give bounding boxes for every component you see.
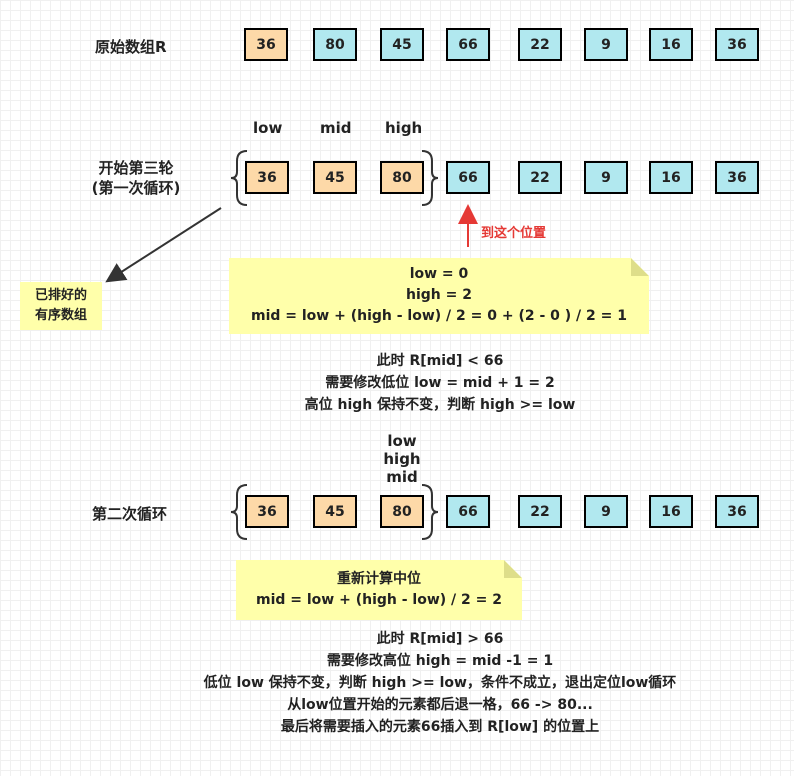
row1-cell: 66	[446, 28, 490, 61]
explanation-2-line: 需要修改高位 high = mid -1 = 1	[326, 653, 554, 669]
explanation-2: 此时 R[mid] > 66 需要修改高位 high = mid -1 = 1 …	[140, 628, 740, 738]
row2-label-line2: (第一次循环)	[91, 179, 181, 197]
right-brace-icon	[421, 150, 439, 206]
note2-line: 重新计算中位	[337, 571, 421, 587]
row2-cell: 36	[715, 161, 759, 194]
explanation-2-line: 最后将需要插入的元素66插入到 R[low] 的位置上	[280, 719, 600, 735]
note1-line: high = 2	[406, 287, 472, 303]
row2-cell: 80	[380, 161, 424, 194]
row1-cell: 45	[380, 28, 424, 61]
row2-cell: 45	[313, 161, 357, 194]
row3-cell: 45	[313, 495, 357, 528]
note2-line: mid = low + (high - low) / 2 = 2	[256, 592, 502, 608]
row2-cell: 22	[518, 161, 562, 194]
row3-cell: 66	[446, 495, 490, 528]
row3-cell: 36	[715, 495, 759, 528]
explanation-1-line: 需要修改低位 low = mid + 1 = 2	[325, 375, 555, 391]
row3-label: 第二次循环	[92, 505, 168, 523]
calc-note-1: low = 0 high = 2 mid = low + (high - low…	[229, 258, 649, 334]
row2-cell: 66	[446, 161, 490, 194]
pointer-mid-label: mid	[386, 468, 418, 486]
row2-label: 开始第三轮 (第一次循环)	[82, 158, 190, 198]
note1-line: mid = low + (high - low) / 2 = 0 + (2 - …	[250, 308, 627, 324]
row1-cell: 80	[313, 28, 357, 61]
sorted-note-line2: 有序数组	[34, 308, 87, 323]
note-fold	[504, 560, 522, 578]
pointer-mid-label: mid	[320, 119, 352, 137]
explanation-2-line: 此时 R[mid] > 66	[376, 631, 504, 647]
note1-line: low = 0	[409, 266, 469, 282]
row2-label-line1: 开始第三轮	[98, 159, 174, 177]
arrow-target-note: 到这个位置	[481, 226, 547, 241]
explanation-2-line: 低位 low 保持不变，判断 high >= low，条件不成立，退出定位low…	[203, 675, 677, 691]
explanation-1-line: 高位 high 保持不变，判断 high >= low	[304, 397, 576, 413]
sorted-note-line1: 已排好的	[34, 288, 87, 303]
explanation-2-line: 从low位置开始的元素都后退一格，66 -> 80...	[287, 697, 593, 713]
dark-diagonal-arrow-icon	[105, 207, 222, 283]
sorted-array-note: 已排好的 有序数组	[20, 282, 102, 330]
note-fold	[631, 258, 649, 276]
row2-cell: 9	[584, 161, 628, 194]
row3-cell: 36	[245, 495, 289, 528]
calc-note-2: 重新计算中位 mid = low + (high - low) / 2 = 2	[236, 560, 522, 620]
row1-cell: 9	[584, 28, 628, 61]
row1-cell: 16	[649, 28, 693, 61]
explanation-1-line: 此时 R[mid] < 66	[376, 353, 504, 369]
row1-cell: 22	[518, 28, 562, 61]
row1-label: 原始数组R	[95, 38, 167, 56]
pointer-high-label: high	[383, 450, 421, 468]
pointer-low-label: low	[253, 119, 283, 137]
row2-cell: 16	[649, 161, 693, 194]
row2-cell: 36	[245, 161, 289, 194]
row1-cell: 36	[244, 28, 288, 61]
right-brace-icon	[421, 484, 439, 540]
explanation-1: 此时 R[mid] < 66 需要修改低位 low = mid + 1 = 2 …	[200, 350, 680, 416]
pointer-low-label: low	[387, 432, 417, 450]
row3-cell: 80	[380, 495, 424, 528]
row3-cell: 16	[649, 495, 693, 528]
row3-cell: 22	[518, 495, 562, 528]
row3-cell: 9	[584, 495, 628, 528]
row1-cell: 36	[715, 28, 759, 61]
row3-pointers: low high mid	[372, 432, 432, 486]
pointer-high-label: high	[385, 119, 423, 137]
